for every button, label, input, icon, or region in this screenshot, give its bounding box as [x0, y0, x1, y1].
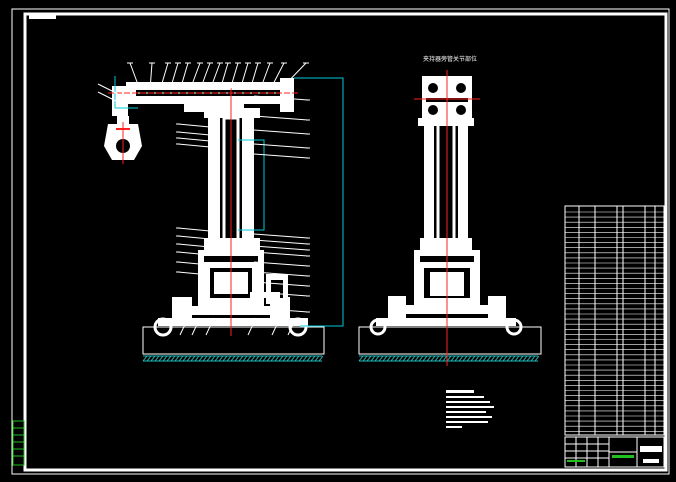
side-lead-screw	[436, 116, 456, 252]
side-view: 夹持器旁管关节部位	[358, 55, 542, 366]
side-right-wheel	[505, 318, 523, 336]
front-arm-upper-rail	[126, 82, 294, 90]
front-column-right	[242, 112, 254, 254]
front-base-slab	[142, 326, 325, 355]
margin-annotation-block	[12, 420, 25, 466]
side-view-caption: 夹持器旁管关节部位	[423, 55, 477, 63]
outer-sheet-border	[11, 8, 670, 475]
technical-notes-block	[446, 390, 494, 428]
title-block-name-field	[640, 446, 662, 452]
parts-list-table	[564, 205, 665, 436]
front-base-plate	[158, 318, 308, 326]
side-column-left	[424, 112, 434, 254]
front-left-wheel	[153, 317, 173, 337]
front-part-leaders	[97, 62, 310, 336]
front-right-wheel	[288, 317, 308, 337]
front-view	[97, 62, 344, 362]
column-dimension-line	[238, 139, 265, 231]
sheet-corner-mark	[29, 15, 56, 19]
inner-sheet-border	[23, 12, 668, 472]
height-dimension-line	[294, 77, 344, 327]
front-wrist	[112, 86, 128, 116]
side-ground-hatch	[358, 355, 540, 362]
title-block	[564, 436, 665, 468]
front-column-left	[208, 112, 220, 254]
side-base-slab	[358, 326, 542, 355]
side-column-right	[458, 112, 468, 254]
side-base-plate	[376, 318, 516, 326]
front-ground-hatch	[142, 355, 324, 362]
title-block-number-field	[643, 459, 659, 463]
side-left-wheel	[369, 318, 387, 336]
